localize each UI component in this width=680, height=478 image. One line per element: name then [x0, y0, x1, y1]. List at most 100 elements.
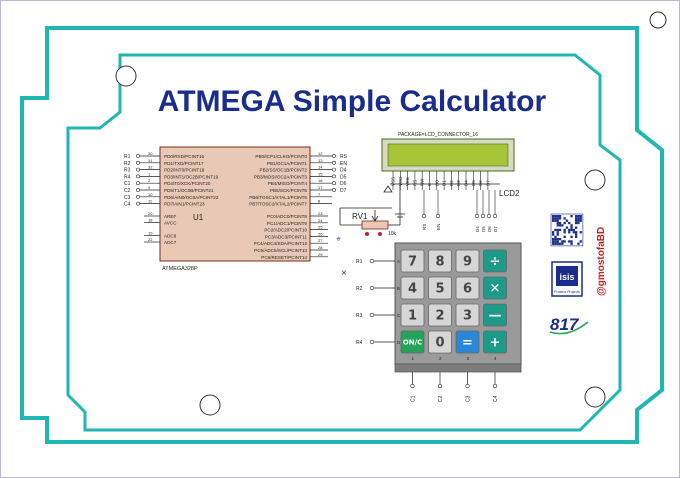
lcd-pin-label: RW [420, 178, 425, 186]
mcu-pin-number: 20 [148, 211, 153, 216]
keypad-row-net: R4 [356, 340, 363, 346]
keypad-key[interactable] [400, 303, 425, 327]
keypad-key[interactable] [400, 249, 425, 273]
lcd-pin-label: D5 [471, 180, 476, 186]
lcd-net-terminal [435, 213, 441, 219]
mcu-pin-net: D7 [340, 188, 347, 194]
qr-module [552, 238, 555, 241]
keypad-key[interactable] [483, 276, 507, 300]
keypad-key[interactable] [455, 276, 480, 300]
qr-module [556, 231, 559, 234]
mcu-pin-net: C4 [124, 202, 131, 208]
keypad-key-label: ✕ [490, 282, 501, 297]
qr-module [556, 217, 559, 220]
keypad-key[interactable] [428, 276, 452, 300]
mcu-pin-label: PB7/TOSC2/XTAL2/PCINT7 [249, 202, 307, 207]
keypad-key-label: = [462, 336, 473, 351]
keypad-row-letter: D [397, 340, 401, 345]
mcu-pin-net: D4 [340, 168, 347, 174]
mcu-pin-terminal [332, 160, 336, 165]
mcu-pin-terminal [332, 188, 336, 192]
lcd-pin-label: D0 [434, 180, 439, 186]
keypad-col-number: 2 [439, 356, 442, 361]
mcu-pin-label: ADC7 [164, 240, 177, 245]
qr-module [556, 240, 559, 243]
author-handle: @gmostofaBD [596, 227, 607, 296]
mcu-pin-net: R2 [124, 161, 131, 167]
keypad-key[interactable] [428, 330, 452, 354]
keypad-key[interactable] [400, 276, 425, 300]
keypad-key-label: ÷ [490, 255, 501, 270]
keypad-key[interactable] [428, 249, 452, 273]
mcu-pin-label: PD2/INT0/PCINT18 [164, 168, 205, 173]
probe-marker-icon: ⌖ [336, 234, 341, 244]
isis-logo-box [556, 266, 578, 286]
qr-module [568, 231, 571, 234]
keypad-key[interactable] [455, 303, 480, 327]
lcd-pin-label: D4 [464, 180, 469, 186]
qr-module [558, 224, 562, 227]
lcd-net-terminal [492, 213, 498, 219]
keypad-key-label: 7 [408, 255, 417, 270]
keypad-col-terminal [410, 383, 415, 389]
mcu-pin-number: 26 [318, 231, 323, 236]
mcu-pin-number: 18 [148, 218, 153, 223]
mcu-pin-number: 23 [318, 211, 323, 216]
qr-module [579, 219, 582, 222]
qr-module [554, 228, 557, 232]
lcd-pin-label: D1 [442, 180, 447, 186]
mcu-pin-label: PD6/AIN0/OC0A/PCINT22 [164, 195, 219, 200]
keypad-key[interactable] [455, 249, 480, 273]
qr-module [572, 228, 575, 232]
lcd-pin-label: D7 [485, 180, 490, 186]
qr-module [554, 240, 557, 243]
qr-module [575, 233, 578, 236]
keypad-key-label: 0 [435, 336, 444, 351]
lcd-net-label: D6 [487, 226, 492, 232]
mcu-pin-label: PB2/SS/OC1B/PCINT2 [260, 168, 308, 173]
mcu-pin-number: 32 [148, 165, 153, 170]
keypad-key[interactable] [483, 249, 507, 273]
qr-code-icon [550, 213, 584, 247]
qr-module [552, 231, 555, 234]
mcu-pin-terminal [136, 160, 140, 165]
qr-module [570, 242, 573, 245]
keypad-key[interactable] [400, 330, 425, 354]
qr-module [558, 242, 562, 245]
mcu-pin-number: 29 [318, 252, 323, 257]
keypad-key[interactable] [483, 330, 507, 354]
mcu-pin-number: 2 [148, 178, 151, 183]
mcu-pin-label: PC2/ADC2/PCINT10 [264, 228, 307, 233]
keypad-key[interactable] [483, 303, 507, 327]
mcu-pin-label: PD7/AIN1/PCINT23 [164, 202, 205, 207]
qr-module [554, 235, 557, 238]
number-logo: 817 [550, 315, 580, 334]
mcu-pin-net: RS [340, 154, 348, 160]
keypad-key[interactable] [428, 303, 452, 327]
cross-marker-icon: × [341, 268, 347, 279]
qr-module [563, 235, 566, 238]
potentiometer[interactable]: RV1 10k [339, 184, 405, 237]
lcd-pin-label: D2 [449, 180, 454, 186]
qr-module [568, 240, 571, 243]
mcu-ref: U1 [193, 213, 204, 222]
mcu-pin-label: PB4/MISO/PCINT4 [268, 181, 308, 186]
keypad-row-terminal [369, 258, 375, 264]
keypad-key[interactable] [455, 330, 480, 354]
mcu-pin-terminal [332, 154, 336, 158]
mcu-pin-label: AREF [164, 214, 176, 219]
qr-module [570, 215, 573, 218]
keypad-row-letter: A [397, 259, 400, 264]
mcu-pin-label: PB3/MOSI/OC2A/PCINT3 [254, 174, 308, 179]
qr-module [556, 233, 559, 236]
qr-module [552, 240, 555, 243]
mcu-pin-label: PC6/RESET/PCINT14 [261, 255, 307, 260]
qr-module [575, 235, 578, 238]
mcu-pin-label: PD0/RXD/PCINT16 [164, 154, 205, 159]
qr-module [558, 217, 562, 220]
mcu-ic[interactable]: U1 ATMEGA328P R130PD0/RXD/PCINT16R231PD1… [124, 146, 348, 272]
keypad-key-label: 5 [435, 282, 444, 297]
qr-module [570, 228, 573, 232]
